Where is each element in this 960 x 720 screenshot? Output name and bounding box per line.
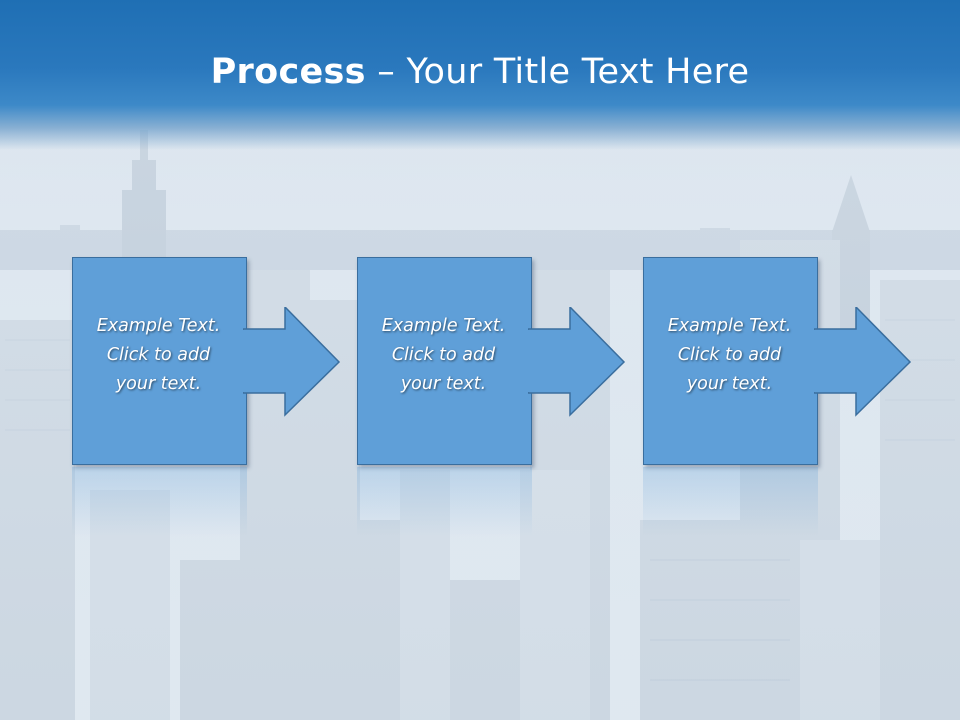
step-text-line: your text. (686, 374, 773, 394)
process-step-1[interactable]: Example Text. Click to add your text. (72, 257, 341, 465)
step-text-line: Click to add (106, 345, 211, 365)
step-text-line: Click to add (677, 345, 782, 365)
step-text[interactable]: Example Text. Click to add your text. (647, 312, 812, 399)
step-reflection (357, 467, 532, 537)
right-arrow-icon (528, 307, 626, 417)
step-text-line: Example Text. (667, 316, 792, 336)
title-banner (0, 0, 960, 150)
title-rest-text: – Your Title Text Here (365, 52, 750, 92)
right-arrow-icon (243, 307, 341, 417)
step-box (357, 257, 532, 465)
step-text-line: Example Text. (96, 316, 221, 336)
step-text[interactable]: Example Text. Click to add your text. (76, 312, 241, 399)
step-box (643, 257, 818, 465)
step-text-line: Click to add (391, 345, 496, 365)
process-step-2[interactable]: Example Text. Click to add your text. (357, 257, 626, 465)
step-text-line: your text. (115, 374, 202, 394)
step-text[interactable]: Example Text. Click to add your text. (361, 312, 526, 399)
title-bold-text: Process (210, 52, 366, 92)
process-step-3[interactable]: Example Text. Click to add your text. (643, 257, 912, 465)
step-reflection (72, 467, 247, 537)
right-arrow-icon (814, 307, 912, 417)
slide-title[interactable]: Process – Your Title Text Here (0, 52, 960, 92)
step-text-line: Example Text. (381, 316, 506, 336)
step-text-line: your text. (400, 374, 487, 394)
step-reflection (643, 467, 818, 537)
